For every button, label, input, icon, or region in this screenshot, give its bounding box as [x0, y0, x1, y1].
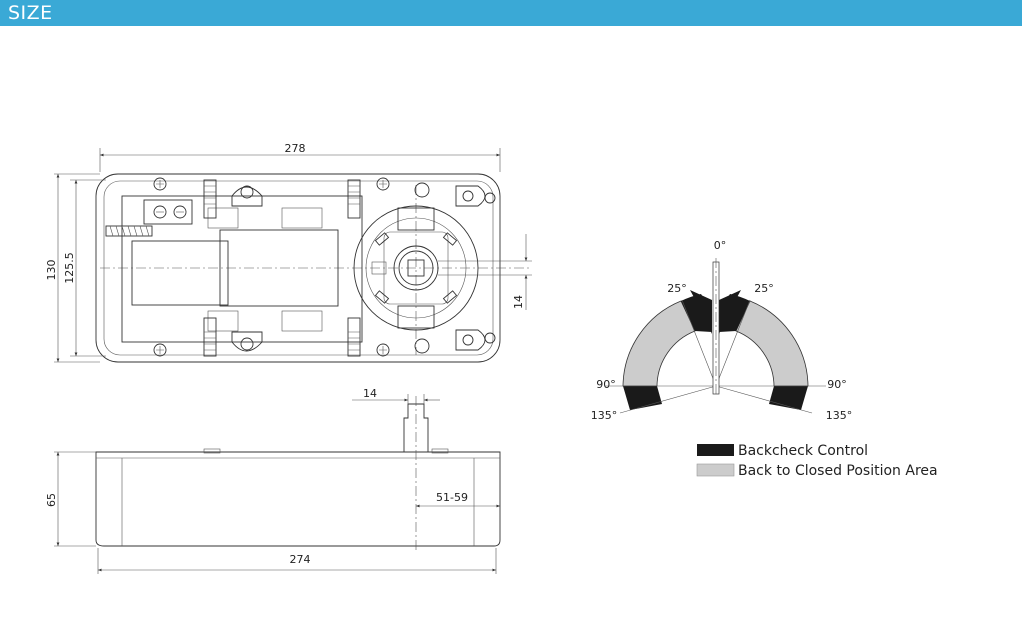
- dim-14-top: 14: [512, 295, 525, 309]
- legend-swatch-back-to-closed: [696, 463, 735, 477]
- opening-angle-diagram: 0° 25° 25° 90° 90° 135° 135°: [591, 239, 853, 422]
- angle-25-right-label: 25°: [754, 282, 774, 295]
- page-title: SIZE: [8, 2, 53, 24]
- angle-135-right-label: 135°: [826, 409, 853, 422]
- angle-0-label: 0°: [714, 239, 727, 252]
- angle-90-right-label: 90°: [827, 378, 847, 391]
- legend-label-backcheck: Backcheck Control: [738, 443, 868, 459]
- backcheck-zone-135-right: [769, 386, 808, 410]
- arrow-left: [690, 290, 712, 334]
- angle-25-left-label: 25°: [667, 282, 687, 295]
- legend: Backcheck Control Back to Closed Positio…: [696, 443, 938, 479]
- angle-90-left-label: 90°: [596, 378, 616, 391]
- dim-14-side: 14: [363, 387, 377, 400]
- top-view: 278 130 125.5 14: [45, 142, 532, 363]
- back-to-closed-zone-right: [735, 300, 809, 387]
- dim-51-59: 51-59: [436, 491, 468, 504]
- legend-label-back-to-closed: Back to Closed Position Area: [738, 463, 938, 479]
- dim-278: 278: [285, 142, 306, 155]
- side-view: 14 51-59 65 274: [45, 387, 501, 574]
- dim-65: 65: [45, 493, 58, 507]
- arrow-right: [719, 290, 741, 334]
- legend-swatch-backcheck: [697, 444, 734, 456]
- angle-135-left-label: 135°: [591, 409, 618, 422]
- back-to-closed-zone-left: [622, 300, 696, 387]
- dim-125-5: 125.5: [63, 252, 76, 284]
- header-bar: SIZE: [0, 0, 1022, 26]
- dim-130: 130: [45, 260, 58, 281]
- dim-274: 274: [290, 553, 311, 566]
